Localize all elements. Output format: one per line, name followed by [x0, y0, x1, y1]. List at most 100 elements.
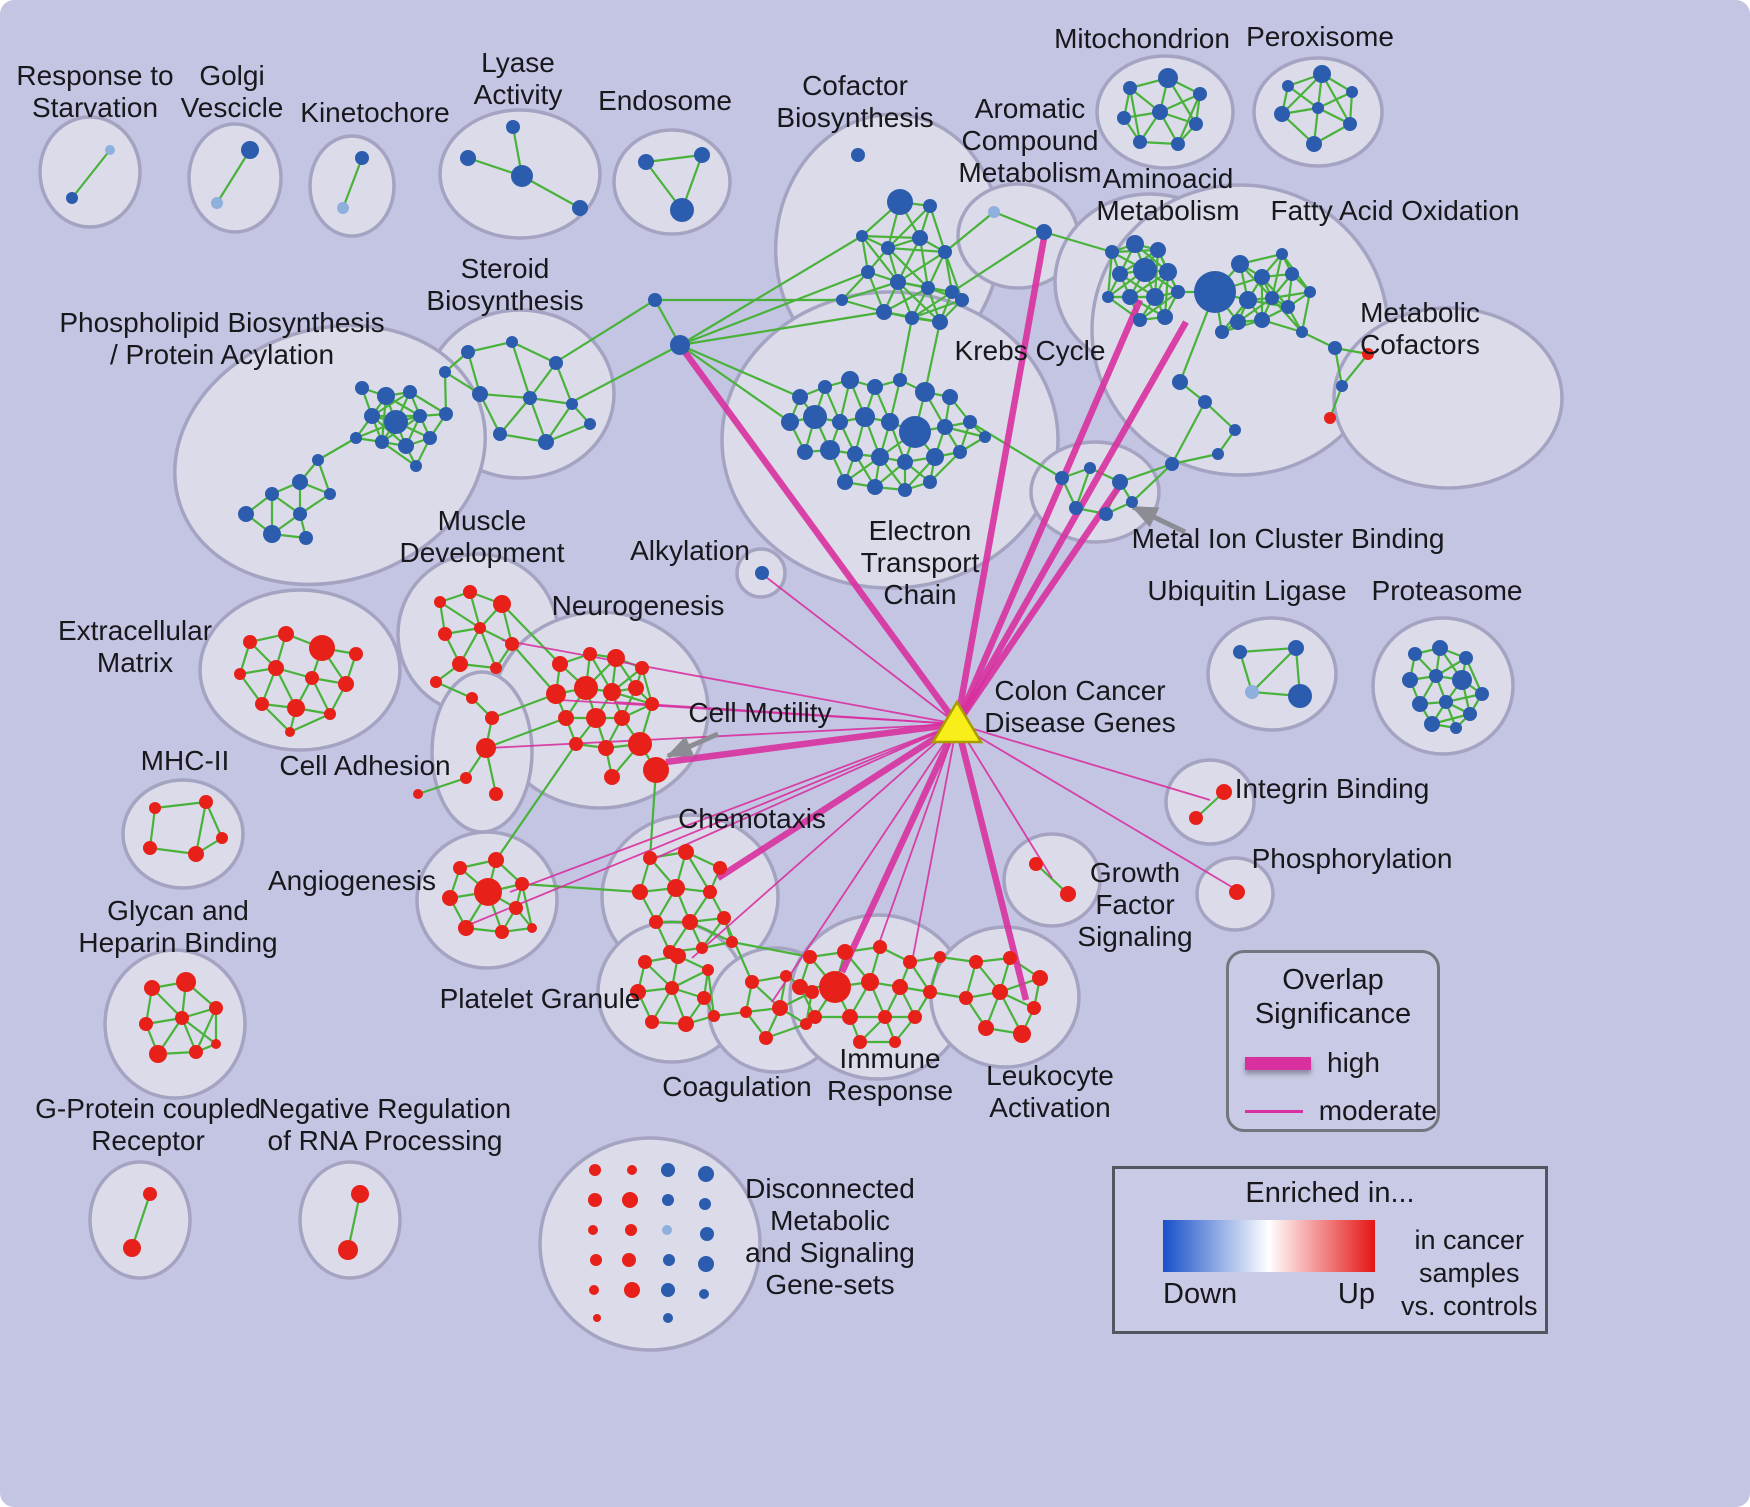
node — [772, 1000, 788, 1016]
node — [472, 386, 488, 402]
edge-response-to-starvation — [71, 149, 111, 199]
node — [324, 488, 336, 500]
edge-electron-transport-chain — [929, 451, 961, 483]
edge-phospholipid-protein-acylation — [409, 391, 447, 415]
overlap-title-line1: Overlap — [1282, 964, 1384, 996]
node — [1254, 269, 1270, 285]
node — [439, 407, 453, 421]
label-fatty-acid-oxidation: Fatty Acid Oxidation — [1270, 195, 1519, 226]
enrichment-gradient-bar — [1163, 1220, 1375, 1272]
node — [1412, 696, 1428, 712]
node — [713, 861, 727, 875]
node — [583, 647, 597, 661]
node — [1429, 669, 1443, 683]
node — [452, 656, 468, 672]
edge-cofactor-biosynthesis — [887, 246, 946, 254]
node — [255, 697, 269, 711]
label-endosome: Endosome — [598, 85, 732, 116]
node — [1282, 80, 1294, 92]
node — [890, 274, 906, 290]
edge-peroxisome — [1317, 91, 1353, 109]
node — [662, 1194, 674, 1206]
node — [903, 955, 917, 969]
node — [800, 1018, 812, 1030]
edge-cofactor-biosynthesis — [928, 205, 947, 253]
node — [921, 281, 935, 295]
bridge-edge — [435, 680, 473, 700]
node — [1459, 651, 1473, 665]
node — [881, 241, 895, 255]
legend-overlap-significance: Overlap Significance high moderate — [1226, 950, 1440, 1132]
node — [493, 427, 507, 441]
node — [820, 440, 840, 460]
node — [1230, 314, 1246, 330]
down-label: Down — [1163, 1278, 1238, 1310]
node — [628, 732, 652, 756]
node — [898, 483, 912, 497]
bridge-edge — [521, 882, 641, 894]
node — [1171, 285, 1185, 299]
overlap-edge-high — [953, 237, 1048, 725]
node — [645, 1015, 659, 1029]
node — [466, 692, 478, 704]
label-chemotaxis: Chemotaxis — [678, 803, 826, 834]
moderate-significance-label: moderate — [1318, 1095, 1437, 1126]
node — [818, 380, 832, 394]
edge-muscle-development — [478, 627, 498, 669]
node — [622, 1192, 638, 1208]
node — [586, 708, 606, 728]
node — [1239, 291, 1257, 309]
node — [476, 738, 496, 758]
node — [847, 446, 863, 462]
node — [1189, 117, 1203, 131]
node — [953, 445, 967, 459]
node — [453, 861, 467, 875]
enrichment-scale: Down Up — [1163, 1220, 1375, 1323]
node — [923, 475, 937, 489]
label-mhc-ii: MHC-II — [141, 745, 230, 776]
node — [299, 531, 313, 545]
node — [915, 382, 935, 402]
enrichment-note-line3: vs. controls — [1401, 1291, 1538, 1321]
node — [892, 979, 908, 995]
node — [803, 405, 827, 429]
node — [837, 474, 853, 490]
bridge-edge — [944, 211, 995, 253]
bridge-edge — [495, 743, 577, 861]
overlap-edge-moderate — [465, 723, 958, 927]
node — [1126, 235, 1144, 253]
overlap-edge-high — [679, 346, 960, 726]
cluster-ellipse-extracellular-matrix — [198, 588, 402, 752]
node — [1276, 248, 1288, 260]
label-phosphorylation: Phosphorylation — [1252, 843, 1453, 874]
node — [238, 506, 254, 522]
node — [887, 189, 913, 215]
node — [593, 1314, 601, 1322]
overlap-edge-moderate — [691, 723, 958, 959]
edge-aromatic-compound-metabolism — [993, 210, 1045, 234]
node — [755, 566, 769, 580]
overlap-edge-moderate — [509, 723, 958, 893]
bridge-edge — [1131, 463, 1173, 503]
node — [1432, 640, 1448, 656]
edge-endosome — [645, 153, 703, 164]
bridge-edge — [898, 317, 914, 381]
edge-g-protein-coupled-receptor — [130, 1193, 152, 1249]
node — [1029, 857, 1043, 871]
node — [1069, 501, 1083, 515]
node — [377, 387, 395, 405]
cluster-ellipse-ubiquitin-ligase — [1206, 616, 1338, 732]
node — [384, 410, 408, 434]
overlap-edge-moderate — [875, 723, 958, 953]
node — [1193, 87, 1207, 101]
enriched-legend-title: Enriched in... — [1245, 1177, 1415, 1209]
node — [781, 413, 799, 431]
cluster-ellipse-response-to-starvation — [38, 115, 142, 229]
edge-mhc-ii — [194, 801, 208, 855]
node — [945, 285, 959, 299]
node — [188, 846, 204, 862]
